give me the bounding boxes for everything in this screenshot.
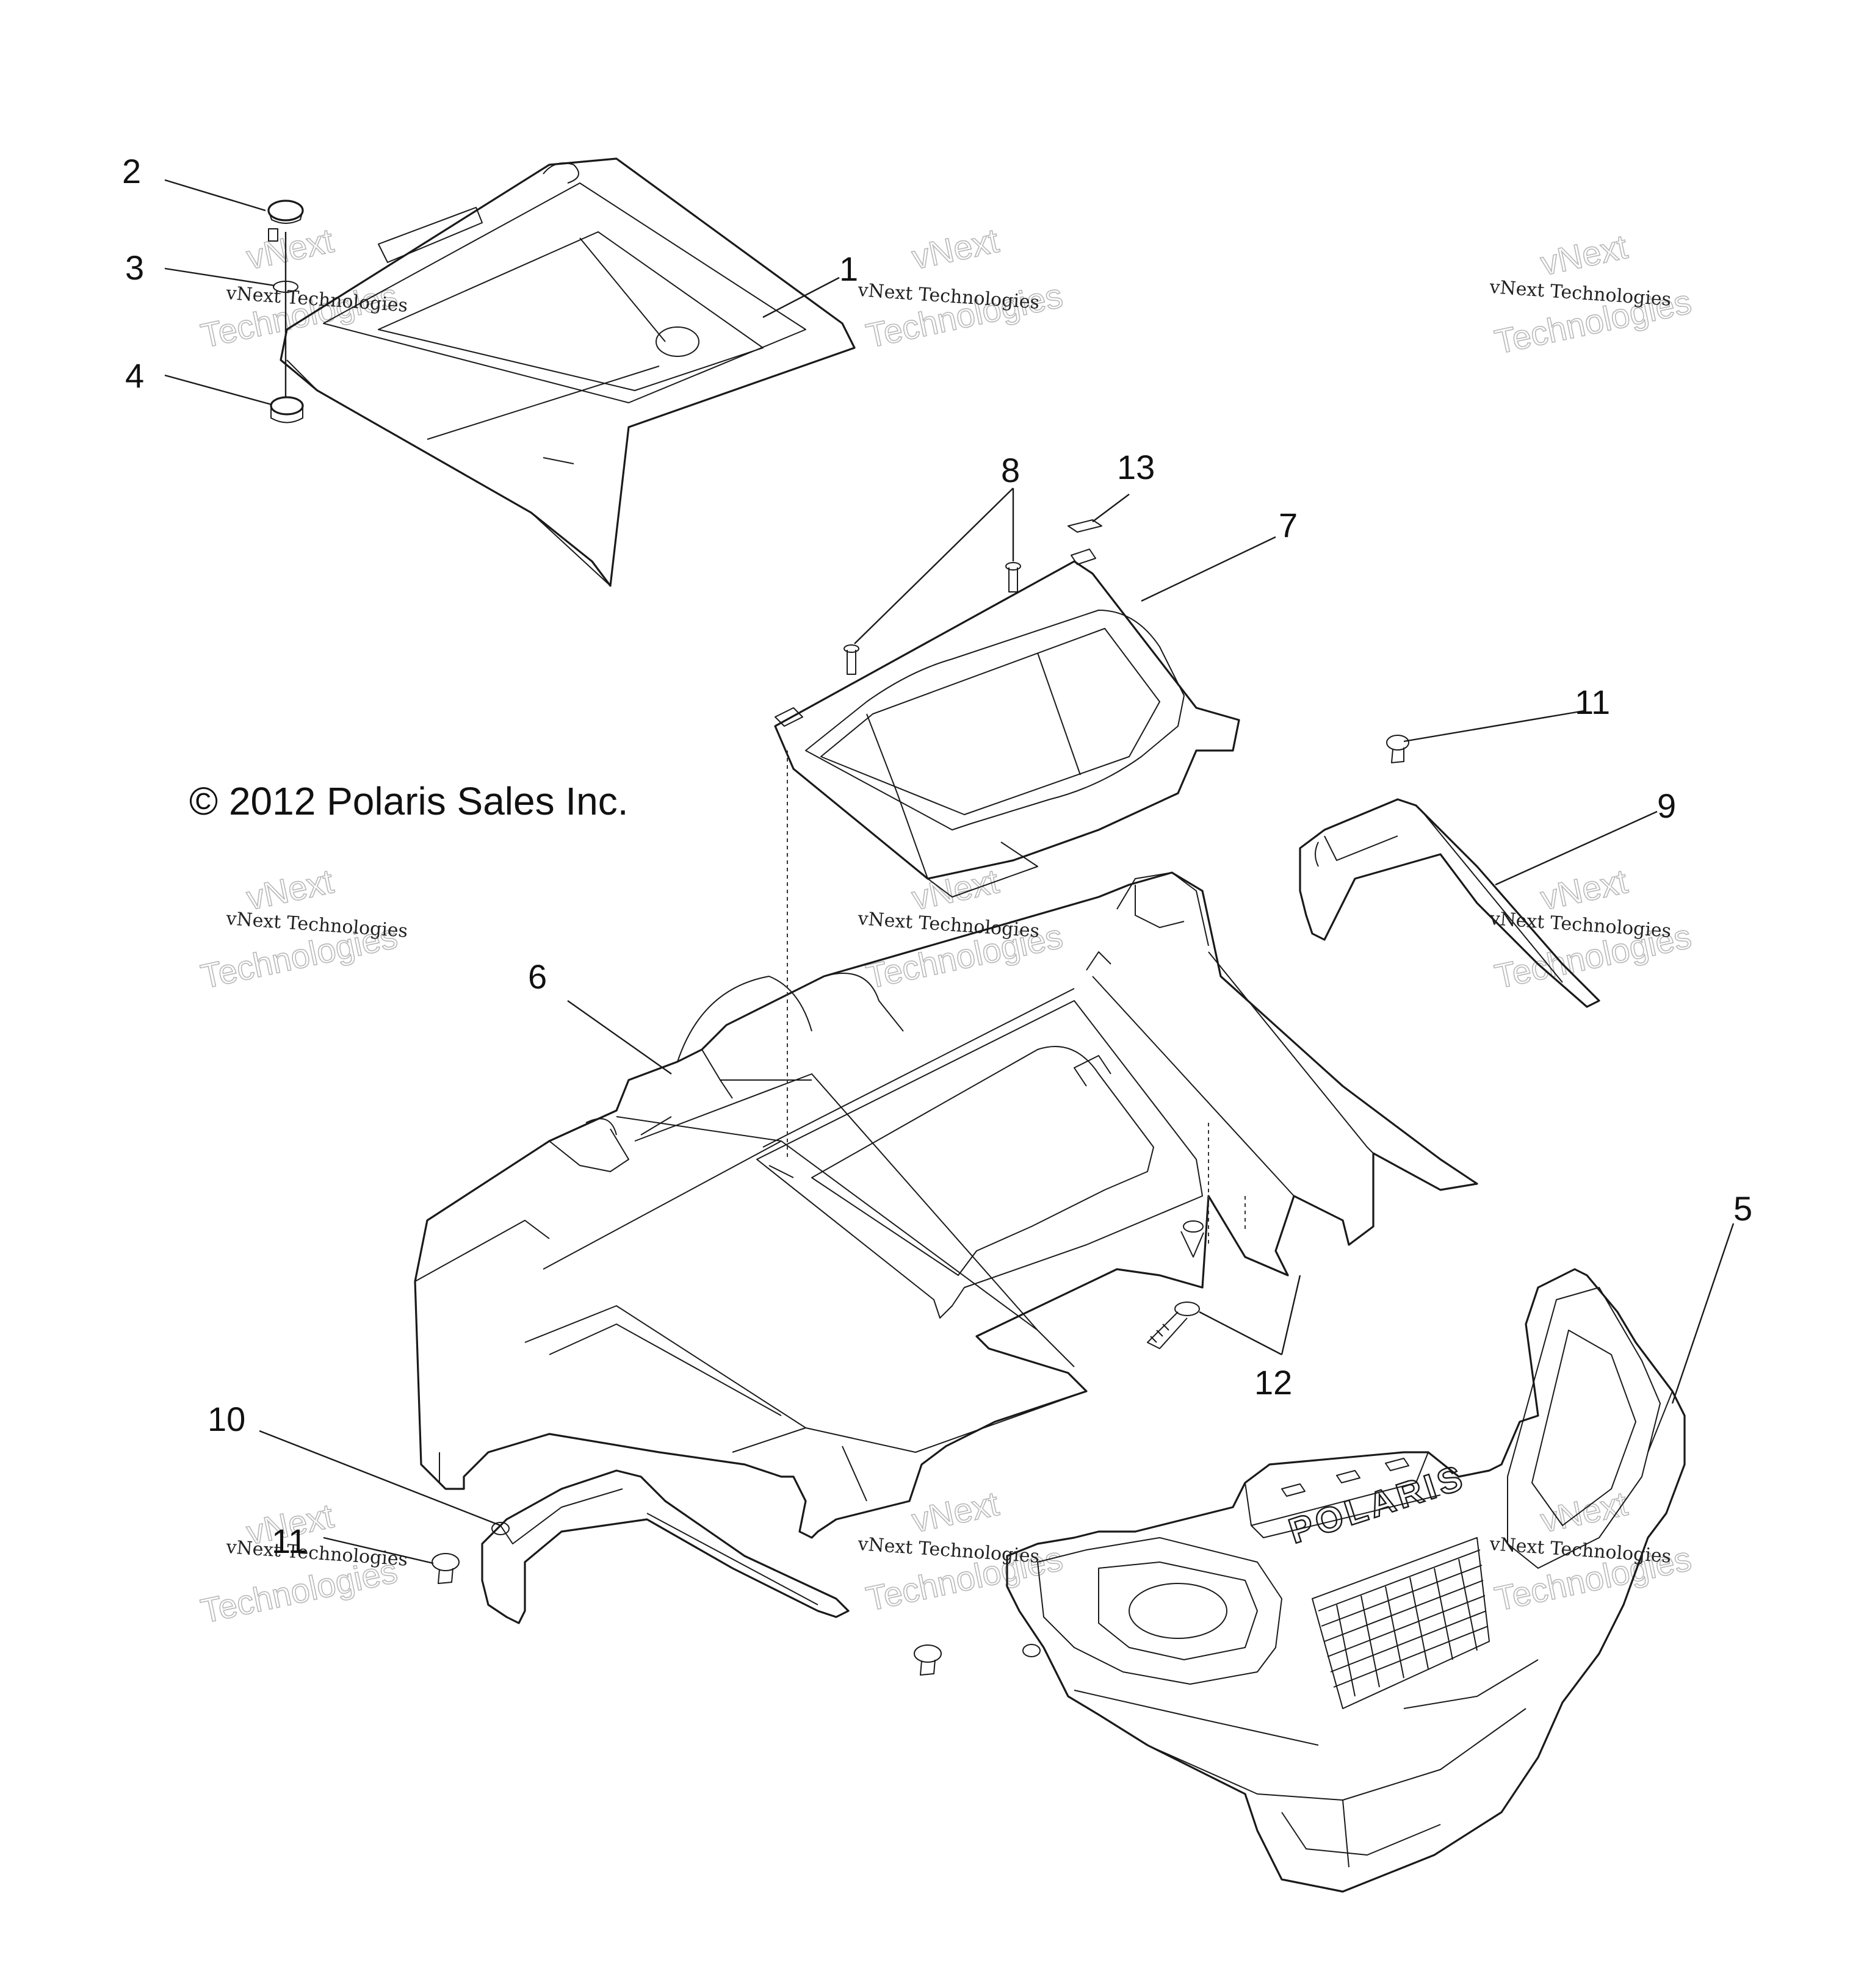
- callouts: 1 2 3 4 5 6 7 8 9 10 11 11 12 13: [122, 152, 1752, 1560]
- part-9-fender-flare-right: [1299, 798, 1600, 1008]
- callout-1: 1: [839, 250, 858, 288]
- part-6-hood-body: [414, 871, 1478, 1539]
- callout-6: 6: [528, 957, 547, 996]
- part-8-bolt: [844, 644, 859, 675]
- callout-13: 13: [1117, 448, 1155, 486]
- watermark-top: vNext: [244, 862, 338, 917]
- watermark-top: vNext: [909, 1484, 1003, 1540]
- watermark-top: vNext: [1537, 862, 1631, 917]
- callout-12: 12: [1254, 1363, 1292, 1402]
- part-10-fender-flare-left: [481, 1469, 850, 1624]
- watermark-text: vNext Technologies: [225, 1536, 408, 1571]
- callout-3: 3: [125, 248, 144, 287]
- watermark-top: vNext: [1537, 227, 1631, 283]
- part-8-bolt: [1005, 562, 1021, 592]
- part-2-fastener-cap: [267, 200, 304, 242]
- callout-11-bottom: 11: [272, 1522, 307, 1560]
- callout-5: 5: [1733, 1189, 1752, 1228]
- part-11-push-clip: [1386, 735, 1409, 763]
- watermark-text: vNext Technologies: [856, 908, 1040, 942]
- callout-11-top: 11: [1575, 683, 1610, 721]
- callout-4: 4: [125, 356, 144, 395]
- part-1-hood-cover: [280, 157, 856, 587]
- callout-7: 7: [1279, 506, 1298, 544]
- part-4-grommet: [270, 396, 304, 423]
- watermark-top: vNext: [909, 221, 1003, 276]
- callout-10: 10: [208, 1400, 245, 1438]
- leader-lines: [164, 179, 1735, 1565]
- part-11-push-clip: [432, 1553, 460, 1584]
- callout-9: 9: [1657, 787, 1676, 825]
- watermarks: vNext Technologies vNext Technologies vN…: [197, 220, 1695, 1630]
- callout-2: 2: [122, 152, 141, 190]
- push-clip: [914, 1644, 942, 1676]
- part-12-screw: [1180, 1220, 1204, 1258]
- part-12-screw: [1147, 1302, 1200, 1349]
- part-7-storage-tub: [774, 549, 1240, 898]
- watermark-top: vNext: [244, 221, 338, 276]
- watermark-top: vNext: [909, 862, 1003, 917]
- copyright-notice: © 2012 Polaris Sales Inc.: [189, 779, 629, 823]
- callout-8: 8: [1001, 451, 1020, 489]
- polaris-logo: POLARIS: [1284, 1457, 1470, 1551]
- part-13-pad: [1068, 519, 1102, 533]
